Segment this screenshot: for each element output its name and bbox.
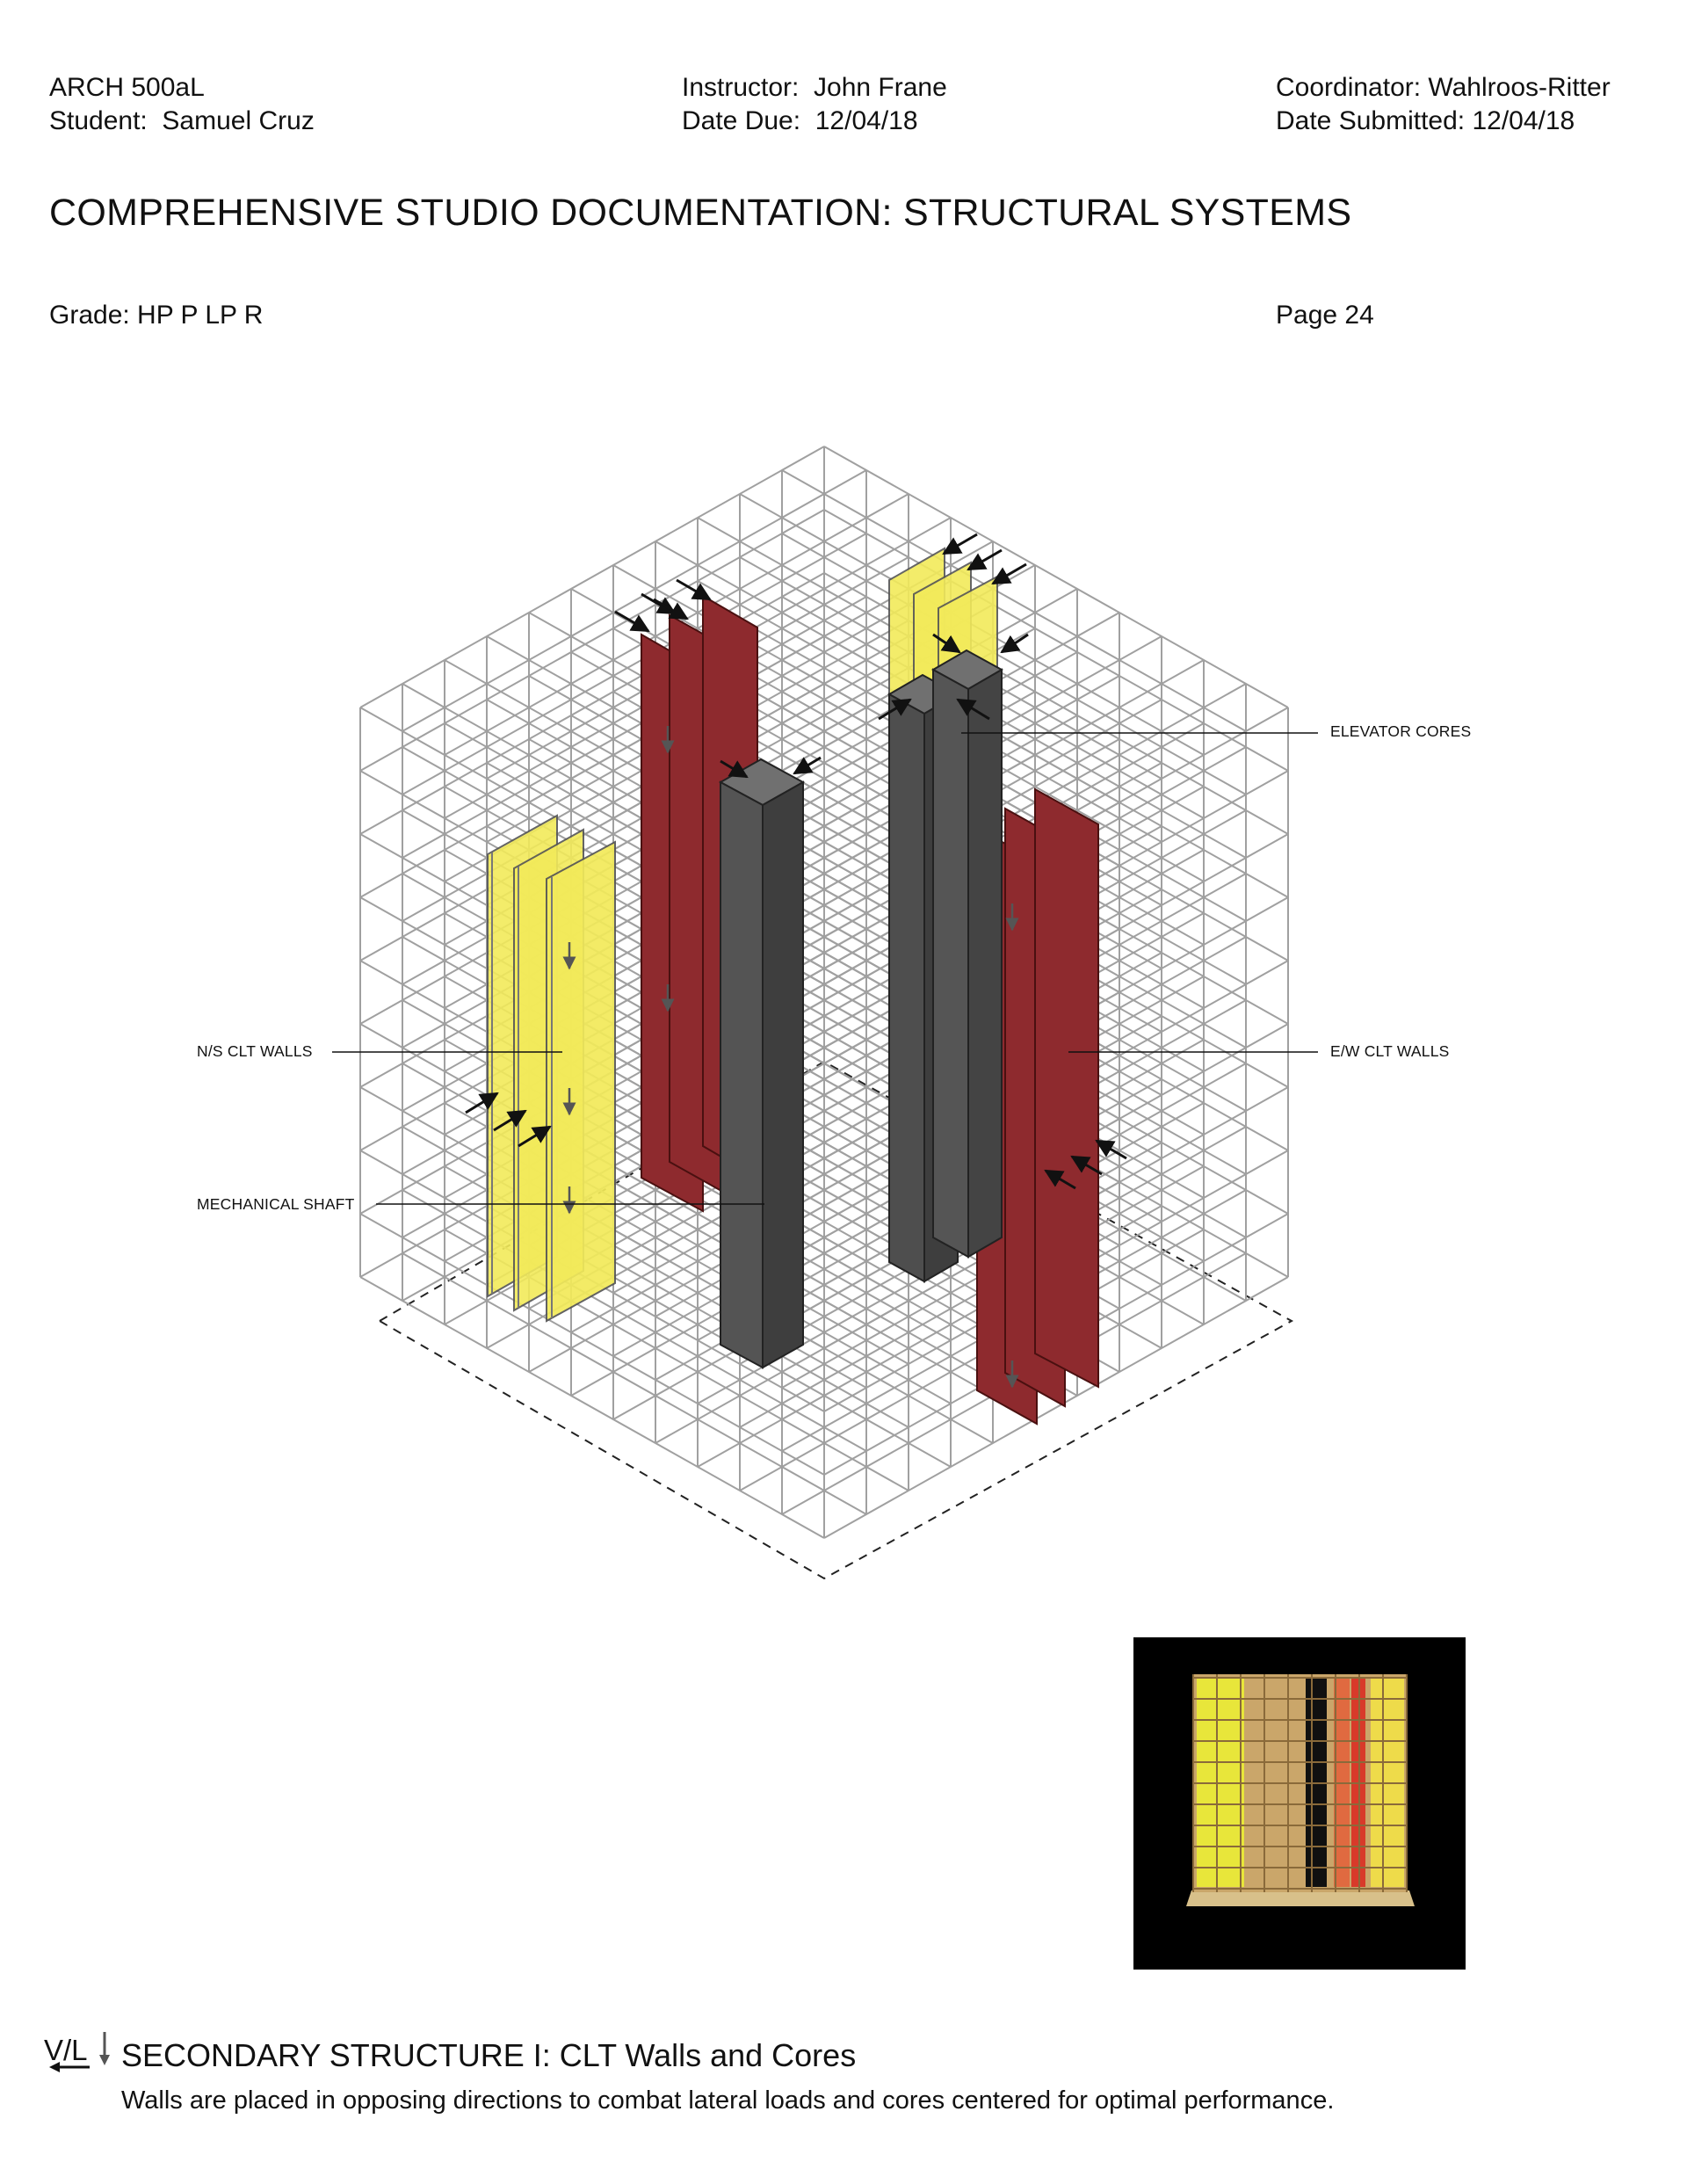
vl-icon-label: V/L bbox=[44, 2034, 87, 2066]
instructor-name: Instructor: John Frane bbox=[682, 73, 947, 102]
load-arrow bbox=[653, 598, 689, 620]
vertical-lateral-icon: V/L bbox=[44, 2028, 120, 2072]
load-arrow bbox=[932, 633, 961, 654]
load-arrow bbox=[465, 1092, 499, 1114]
frame-member bbox=[823, 446, 1289, 708]
section-title: SECONDARY STRUCTURE I: CLT Walls and Cor… bbox=[121, 2037, 857, 2073]
page-number: Page 24 bbox=[1276, 301, 1374, 330]
load-arrow bbox=[793, 756, 822, 775]
frame-member bbox=[739, 1229, 1205, 1491]
ns-clt-walls bbox=[487, 814, 616, 1323]
shaft-right bbox=[762, 780, 804, 1369]
date-due: Date Due: 12/04/18 bbox=[682, 106, 918, 135]
ew-clt-walls bbox=[641, 594, 758, 1213]
ew-clt-wall bbox=[1034, 787, 1099, 1389]
load-arrow bbox=[614, 610, 650, 633]
model-photo-image bbox=[1133, 1637, 1466, 1970]
frame-member bbox=[359, 509, 825, 772]
student-name: Student: Samuel Cruz bbox=[49, 106, 315, 135]
load-arrow bbox=[956, 698, 990, 721]
down-arrow-icon bbox=[99, 2032, 111, 2065]
ground-outline bbox=[378, 1060, 1294, 1580]
frame-member bbox=[402, 533, 867, 795]
elevator-cores bbox=[887, 649, 1004, 1283]
section-description: Walls are placed in opposing directions … bbox=[121, 2086, 1335, 2115]
shaft-left bbox=[720, 780, 764, 1369]
mechanical-shaft bbox=[718, 758, 806, 1369]
frame-member bbox=[781, 596, 1247, 859]
frame-member bbox=[823, 1276, 1289, 1539]
frame-member bbox=[781, 469, 1247, 732]
course-code: ARCH 500aL bbox=[49, 73, 205, 102]
model-photo bbox=[1133, 1637, 1466, 1970]
load-arrow bbox=[942, 533, 978, 555]
frame-member bbox=[402, 1189, 867, 1452]
frame-member bbox=[359, 446, 825, 708]
date-submitted: Date Submitted: 12/04/18 bbox=[1276, 106, 1575, 135]
load-arrow bbox=[878, 698, 912, 721]
grade-line: Grade: HP P LP R bbox=[49, 301, 264, 330]
callout-ew-clt-walls: E/W CLT WALLS bbox=[1330, 1042, 1450, 1060]
load-arrow bbox=[967, 548, 1003, 571]
frame-member bbox=[359, 1276, 825, 1539]
elevator-core-left bbox=[932, 668, 969, 1259]
callout-mechanical-shaft: MECHANICAL SHAFT bbox=[197, 1195, 355, 1213]
frame-member bbox=[402, 1252, 867, 1515]
ew-clt-walls-front bbox=[976, 787, 1099, 1426]
frame-member bbox=[781, 533, 1247, 795]
callout-leaders bbox=[332, 732, 1318, 1205]
load-arrow bbox=[1070, 1155, 1103, 1176]
load-arrow bbox=[720, 759, 749, 779]
load-arrow bbox=[991, 562, 1027, 585]
load-arrow bbox=[1000, 633, 1029, 654]
frame-member bbox=[655, 541, 1120, 803]
structure-axonometric-diagram bbox=[332, 446, 1318, 1580]
load-arrow bbox=[493, 1109, 527, 1132]
frame-member bbox=[359, 1213, 825, 1476]
vertical-load-arrows bbox=[562, 726, 1019, 1389]
left-arrow-icon bbox=[49, 2062, 90, 2072]
ns-clt-wall bbox=[546, 840, 616, 1323]
load-arrow bbox=[1095, 1139, 1127, 1160]
load-arrow bbox=[676, 578, 712, 601]
elevator-core-right bbox=[967, 668, 1003, 1259]
frame-member bbox=[823, 509, 1289, 772]
page-title: COMPREHENSIVE STUDIO DOCUMENTATION: STRU… bbox=[49, 192, 1352, 234]
load-arrow bbox=[518, 1125, 552, 1148]
coordinator-name: Coordinator: Wahlroos-Ritter bbox=[1276, 73, 1611, 102]
frame-member bbox=[739, 1165, 1205, 1428]
callout-elevator-cores: ELEVATOR CORES bbox=[1330, 722, 1472, 740]
frame-member bbox=[359, 572, 825, 835]
callout-ns-clt-walls: N/S CLT WALLS bbox=[197, 1042, 313, 1060]
frame-member bbox=[402, 469, 867, 732]
lateral-load-arrows bbox=[465, 533, 1127, 1190]
frame-member bbox=[402, 596, 867, 859]
elevator-core-left bbox=[888, 693, 925, 1283]
load-arrow bbox=[1044, 1169, 1076, 1190]
